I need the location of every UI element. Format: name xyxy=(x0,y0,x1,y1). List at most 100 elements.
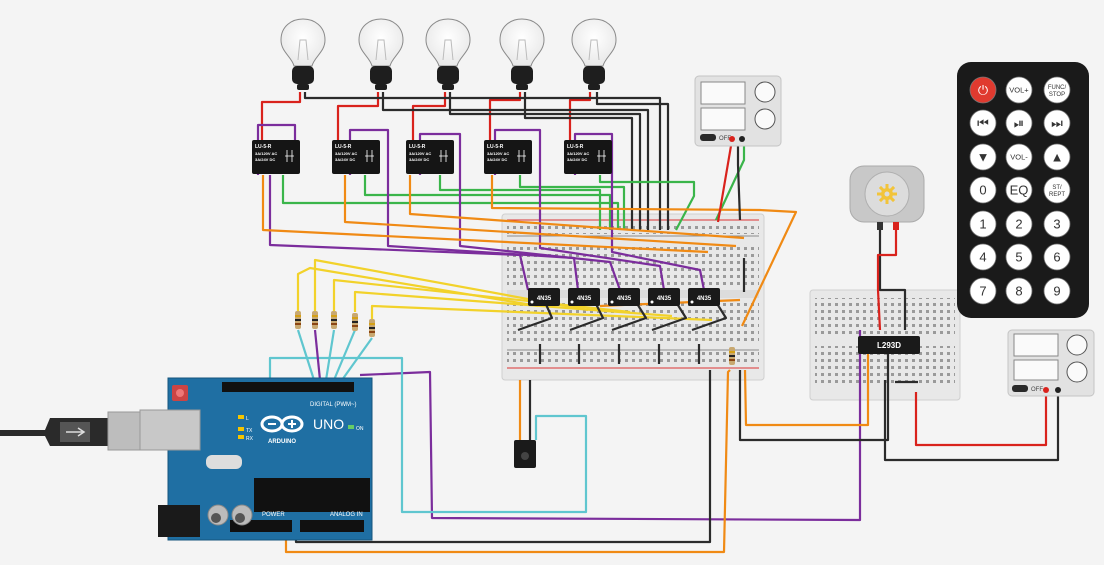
ir-receiver[interactable] xyxy=(514,440,536,468)
wire-purple xyxy=(493,128,666,291)
power-supply-right[interactable]: OFF xyxy=(1007,329,1095,397)
relay-rating-dc: 3A/24V DC xyxy=(255,157,275,162)
remote-button-vol-up[interactable]: VOL+ xyxy=(1005,76,1033,104)
resistors[interactable] xyxy=(295,311,735,365)
wire-purple xyxy=(313,329,322,381)
gear-icon xyxy=(877,184,897,204)
optocoupler[interactable]: 4N35 xyxy=(568,288,600,306)
resistor xyxy=(331,311,337,329)
optocoupler[interactable]: 4N35 xyxy=(688,288,720,306)
remote-button-label: 7 xyxy=(979,284,986,299)
remote-button-digit-4[interactable]: 4 xyxy=(969,243,997,271)
relay-rating-dc: 3A/24V DC xyxy=(487,157,507,162)
wire-red xyxy=(411,92,447,140)
wire-black xyxy=(651,301,688,332)
resistor xyxy=(312,311,318,329)
remote-button-digit-7[interactable]: 7 xyxy=(969,277,997,305)
light-bulbs xyxy=(280,18,617,90)
resistor xyxy=(295,311,301,329)
remote-button-play-pause[interactable]: ⏯ xyxy=(1005,109,1033,137)
optocoupler[interactable]: 4N35 xyxy=(528,288,560,306)
remote-button-func-stop[interactable]: FUNC/STOP xyxy=(1043,76,1071,104)
remote-button-digit-0[interactable]: 0 xyxy=(969,176,997,204)
wire-black xyxy=(595,92,670,230)
arduino-model: UNO xyxy=(313,416,344,432)
relay-model: LU-5-R xyxy=(567,144,584,150)
remote-button-st-rept[interactable]: ST/REPT xyxy=(1043,176,1071,204)
wire-black xyxy=(381,92,650,230)
remote-button-prev[interactable]: ⏮ xyxy=(969,109,997,137)
remote-button-digit-3[interactable]: 3 xyxy=(1043,210,1071,238)
relay-switch-icon xyxy=(439,150,448,162)
resistor xyxy=(729,347,735,365)
remote-button-label: ⏭ xyxy=(1051,116,1063,131)
remote-button-down[interactable]: ▼ xyxy=(969,143,997,171)
wire-red xyxy=(716,139,734,223)
resistor xyxy=(352,313,358,331)
wire-cyan xyxy=(324,329,336,381)
remote-button-label: 5 xyxy=(1015,250,1022,265)
remote-button-digit-2[interactable]: 2 xyxy=(1005,210,1033,238)
wire-orange xyxy=(261,175,709,254)
remote-button-label: VOL- xyxy=(1010,153,1028,162)
remote-button-digit-8[interactable]: 8 xyxy=(1005,277,1033,305)
remote-button-eq[interactable]: EQ xyxy=(1005,176,1033,204)
l293d-chip[interactable]: L293D xyxy=(858,336,920,354)
remote-button-digit-6[interactable]: 6 xyxy=(1043,243,1071,271)
light-bulb-icon[interactable] xyxy=(571,18,617,90)
wire-cyan xyxy=(341,337,373,381)
wire-orange xyxy=(490,175,798,327)
light-bulb-icon[interactable] xyxy=(425,18,471,90)
wire-red xyxy=(336,92,380,140)
arduino-uno[interactable]: UNO ARDUINO DIGITAL (PWM~) POWER ANALOG … xyxy=(139,377,373,541)
wire-black xyxy=(448,92,642,230)
off-label: OFF xyxy=(1031,387,1043,393)
wire-black xyxy=(523,92,634,230)
remote-button-label: ST/ xyxy=(1052,185,1062,191)
wire-cyan xyxy=(296,329,316,381)
light-bulb-icon[interactable] xyxy=(280,18,326,90)
remote-button-digit-9[interactable]: 9 xyxy=(1043,277,1071,305)
wire-purple xyxy=(359,330,862,522)
relay-rating-ac: 3A/120V AC xyxy=(409,151,431,156)
remote-button-next[interactable]: ⏭ xyxy=(1043,109,1071,137)
rx-label: RX xyxy=(246,436,254,442)
optocoupler[interactable]: 4N35 xyxy=(648,288,680,306)
wire-orange xyxy=(743,345,870,427)
optocoupler[interactable]: 4N35 xyxy=(608,288,640,306)
optocoupler-label: 4N35 xyxy=(697,296,712,302)
light-bulb-icon[interactable] xyxy=(499,18,545,90)
optocouplers: 4N35 4N35 4N35 4N35 4N35 xyxy=(528,288,720,306)
remote-button-label: 6 xyxy=(1053,250,1060,265)
remote-button-up[interactable]: ▲ xyxy=(1043,143,1071,171)
ir-remote[interactable]: ⏻ VOL+ FUNC/STOP ⏮ ⏯ ⏭ ▼ VOL- ▲ 0 EQ ST/REPT 1 2 3 4 5 6 7… xyxy=(957,62,1089,318)
wire-yellow xyxy=(370,304,713,322)
remote-button-label: EQ xyxy=(1010,183,1029,198)
wire-black xyxy=(738,345,890,442)
remote-button-power[interactable]: ⏻ xyxy=(969,76,997,104)
wire-yellow xyxy=(296,266,539,312)
remote-button-label: 9 xyxy=(1053,284,1060,299)
wire-black xyxy=(517,301,554,332)
remote-button-label: 4 xyxy=(979,250,986,265)
remote-button-label: ⏮ xyxy=(977,116,989,131)
remote-button-vol-down[interactable]: VOL- xyxy=(1005,143,1033,171)
remote-button-label: STOP xyxy=(1049,92,1065,98)
dc-motor[interactable] xyxy=(849,165,925,230)
power-supply-top[interactable]: OFF xyxy=(694,75,782,147)
remote-button-digit-5[interactable]: 5 xyxy=(1005,243,1033,271)
remote-button-label: ⏯ xyxy=(1014,116,1024,131)
wire-red xyxy=(876,230,898,331)
relay-switch-icon xyxy=(597,150,606,162)
light-bulb-icon[interactable] xyxy=(358,18,404,90)
remote-button-digit-1[interactable]: 1 xyxy=(969,210,997,238)
relay-rating-ac: 3A/120V AC xyxy=(255,151,277,156)
remote-button-label: 2 xyxy=(1015,217,1022,232)
